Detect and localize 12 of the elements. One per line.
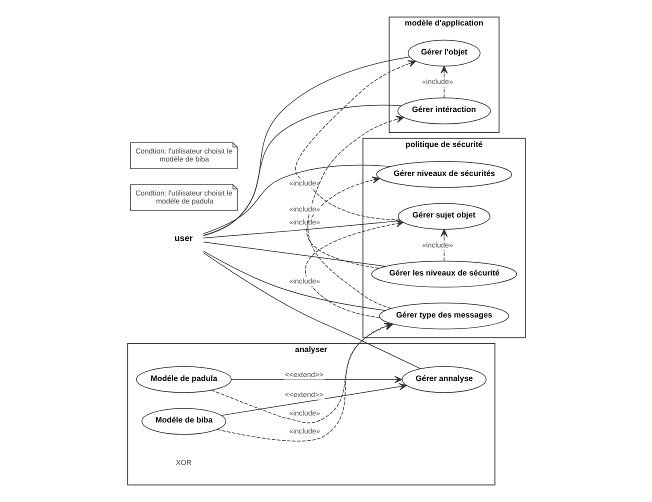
edge-label: «include» xyxy=(288,204,320,214)
edge-label: «include» xyxy=(422,77,453,86)
node-text: user xyxy=(174,232,192,243)
edge-label: «include» xyxy=(288,178,320,188)
edge-label: <<extend>> xyxy=(284,370,323,379)
edge-label: «include» xyxy=(422,240,453,250)
label: XOR xyxy=(175,458,192,468)
edge-label: <<extend>> xyxy=(284,390,323,400)
edge-label: «include» xyxy=(288,408,320,418)
edge-label: «include» xyxy=(288,276,320,286)
edge-label: «include» xyxy=(288,426,320,436)
edge-label: «include» xyxy=(288,217,320,226)
